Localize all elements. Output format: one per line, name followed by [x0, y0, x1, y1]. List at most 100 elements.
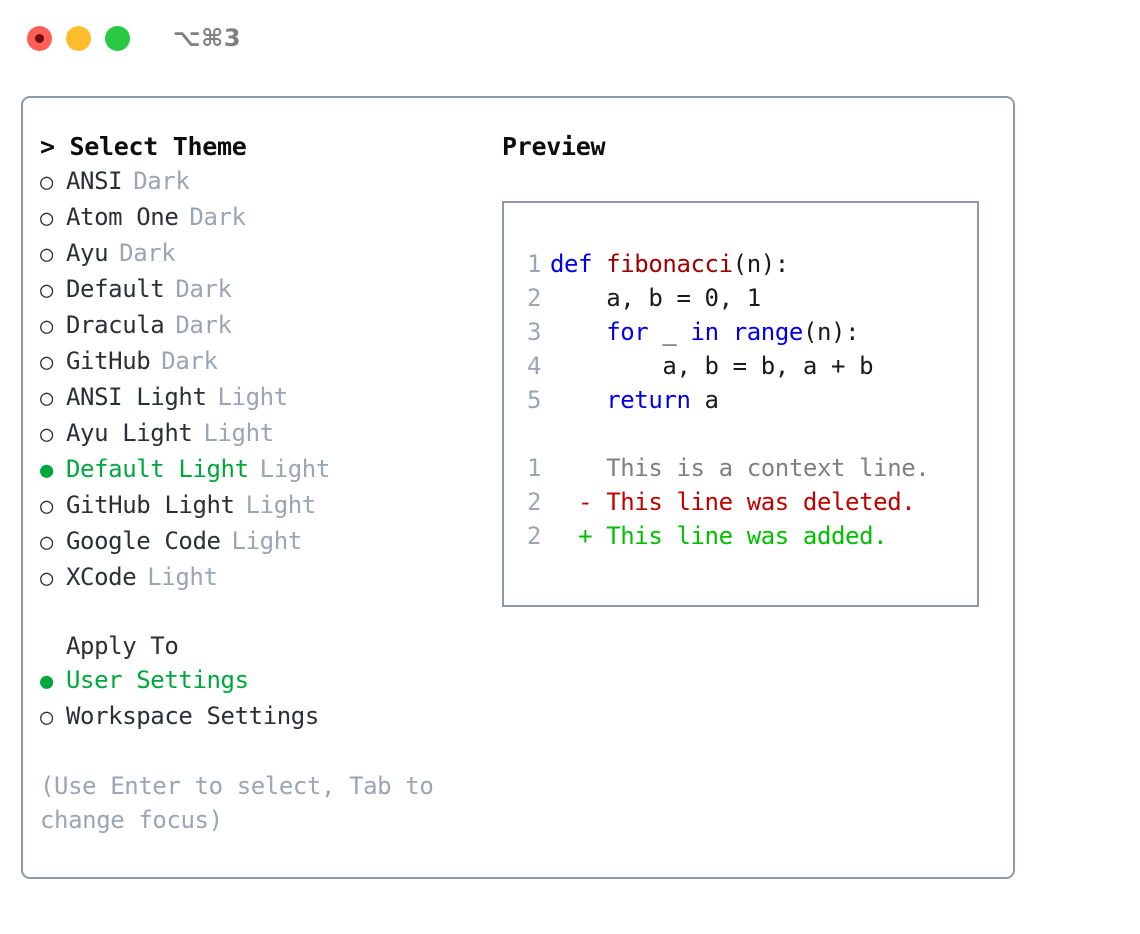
keyboard-hint-text: (Use Enter to select, Tab to change focu… — [40, 772, 448, 834]
theme-option-label: GitHub — [66, 347, 151, 375]
code-line: 2 a, b = 0, 1 — [504, 281, 977, 315]
theme-option[interactable]: ○ GitHub Light Light — [40, 488, 500, 524]
theme-option[interactable]: ○ Ayu Dark — [40, 236, 500, 272]
code-token: _ — [648, 318, 691, 346]
theme-option-label: ANSI — [66, 167, 123, 195]
theme-option-tag: Dark — [161, 347, 218, 375]
theme-option-tag: Light — [203, 419, 274, 447]
theme-option-tag: Dark — [175, 311, 232, 339]
theme-option-label: Google Code — [66, 527, 221, 555]
radio-unselected-icon: ○ — [40, 386, 53, 411]
radio-unselected-icon: ○ — [40, 530, 53, 555]
radio-unselected-icon: ○ — [40, 242, 53, 267]
radio-unselected-icon: ○ — [40, 278, 53, 303]
code-token: a, b = b, a + b — [550, 352, 874, 380]
code-line: 4 a, b = b, a + b — [504, 349, 977, 383]
line-number: 2 — [526, 284, 541, 312]
apply-to-list[interactable]: ●User Settings ○ Workspace Settings — [40, 663, 500, 735]
theme-option-label: XCode — [66, 563, 137, 591]
code-line-text: a, b = 0, 1 — [550, 281, 761, 315]
apply-to-option-label: Workspace Settings — [66, 702, 319, 730]
theme-option-tag: Light — [259, 455, 331, 483]
code-token — [550, 386, 606, 414]
radio-unselected-icon: ○ — [40, 314, 53, 339]
diff-marker: + — [550, 522, 593, 550]
theme-option-tag: Light — [231, 527, 303, 555]
theme-option-tag: Light — [245, 491, 317, 519]
apply-to-option-label: User Settings — [66, 666, 249, 694]
theme-option-tag: Dark — [133, 167, 190, 195]
code-line-text: return a — [550, 383, 719, 417]
radio-unselected-icon: ○ — [40, 494, 53, 519]
maximize-button[interactable] — [105, 25, 130, 51]
theme-option-tag: Light — [147, 563, 218, 591]
code-line: 5 return a — [504, 383, 977, 417]
code-token: return — [606, 386, 691, 414]
diff-line: 1 This is a context line. — [504, 451, 977, 485]
theme-option-label: ANSI Light — [66, 383, 207, 411]
diff-line: 2 - This line was deleted. — [504, 485, 977, 519]
diff-sample: 1 This is a context line.2 - This line w… — [504, 451, 977, 553]
theme-option[interactable]: ○ Google Code Light — [40, 524, 500, 560]
code-token: a, b = 0, 1 — [550, 284, 761, 312]
code-token: in — [690, 318, 720, 346]
diff-marker: - — [550, 488, 593, 516]
theme-option-tag: Dark — [119, 239, 176, 267]
theme-option[interactable]: ○ GitHub Dark — [40, 344, 500, 380]
theme-option-label: Default Light — [66, 455, 249, 483]
radio-unselected-icon: ○ — [40, 705, 53, 730]
apply-to-option[interactable]: ●User Settings — [40, 663, 500, 699]
code-token: (n): — [802, 318, 860, 346]
theme-option-tag: Dark — [189, 203, 246, 231]
diff-line-text: This line was deleted. — [592, 488, 916, 516]
diff-line-text: This is a context line. — [592, 454, 930, 482]
theme-option-label: GitHub Light — [66, 491, 235, 519]
theme-option-label: Ayu — [66, 239, 109, 267]
apply-to-heading: Apply To — [66, 632, 179, 660]
line-number: 4 — [526, 352, 541, 380]
section-spacer — [40, 596, 500, 629]
code-token: fibonacci — [606, 250, 733, 278]
line-number: 5 — [526, 386, 541, 414]
code-line-text: def fibonacci(n): — [550, 247, 789, 281]
radio-unselected-icon: ○ — [40, 422, 53, 447]
diff-line-number: 2 — [526, 488, 541, 516]
title-bar: ⌥⌘3 — [0, 0, 1140, 76]
diff-line: 2 + This line was added. — [504, 519, 977, 553]
radio-unselected-icon: ○ — [40, 170, 53, 195]
radio-unselected-icon: ○ — [40, 206, 53, 231]
code-line: 3 for _ in range(n): — [504, 315, 977, 349]
code-token — [550, 318, 606, 346]
select-theme-heading: > Select Theme — [40, 132, 247, 161]
code-line-text: for _ in range(n): — [550, 315, 859, 349]
close-button[interactable] — [27, 25, 52, 51]
preview-heading: Preview — [502, 132, 606, 161]
code-token: range — [732, 318, 804, 346]
diff-marker — [550, 451, 592, 485]
code-diff-spacer — [504, 417, 977, 451]
apply-to-option[interactable]: ○ Workspace Settings — [40, 699, 500, 735]
theme-option-label: Atom One — [66, 203, 179, 231]
theme-option-tag: Dark — [175, 275, 232, 303]
window-controls — [27, 25, 130, 51]
minimize-button[interactable] — [66, 25, 91, 51]
theme-option[interactable]: ○ ANSI Dark — [40, 164, 500, 200]
radio-unselected-icon: ○ — [40, 350, 53, 375]
code-token: for — [606, 318, 649, 346]
diff-line-number: 1 — [526, 454, 541, 482]
theme-option[interactable]: ○ Atom One Dark — [40, 200, 500, 236]
keyboard-shortcut-label: ⌥⌘3 — [173, 24, 242, 52]
